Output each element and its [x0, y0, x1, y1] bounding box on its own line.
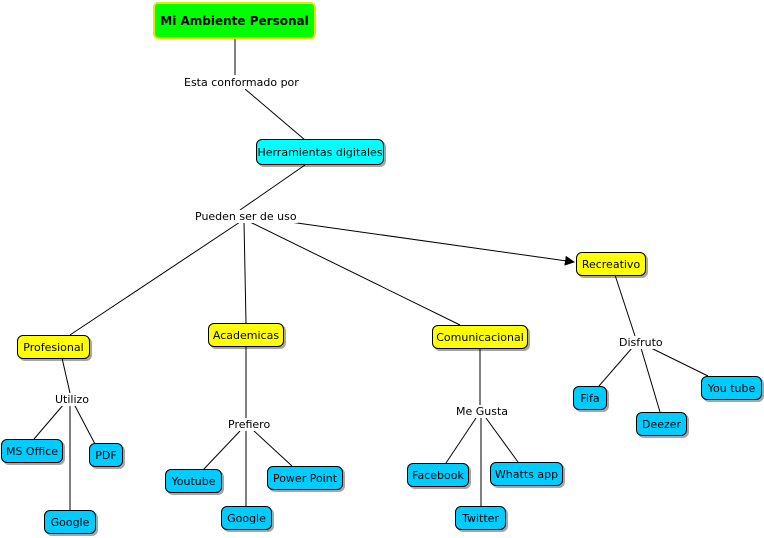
node-twitter[interactable]: Twitter	[455, 506, 506, 530]
node-youtube[interactable]: Youtube	[165, 469, 222, 493]
node-profesional[interactable]: Profesional	[17, 335, 90, 359]
node-mi-ambiente-personal[interactable]: Mi Ambiente Personal	[153, 2, 316, 39]
connector	[244, 88, 306, 141]
link-label-disfruto: Disfruto	[618, 336, 664, 349]
connector	[249, 221, 461, 326]
connector	[485, 417, 519, 463]
node-google-profesional[interactable]: Google	[44, 510, 96, 534]
node-deezer[interactable]: Deezer	[636, 412, 687, 436]
connector	[243, 221, 247, 324]
link-label-me-gusta: Me Gusta	[455, 405, 510, 418]
link-label-prefiero: Prefiero	[227, 418, 272, 431]
node-whatts-app[interactable]: Whatts app	[490, 462, 563, 486]
connector	[445, 417, 477, 464]
node-comunicacional[interactable]: Comunicacional	[432, 325, 528, 349]
connector	[614, 274, 636, 337]
connector	[253, 430, 293, 467]
connector	[239, 164, 306, 211]
node-facebook[interactable]: Facebook	[407, 463, 469, 487]
connector	[69, 221, 241, 336]
node-pdf[interactable]: PDF	[89, 443, 123, 467]
node-power-point[interactable]: Power Point	[267, 466, 343, 490]
connector	[640, 347, 661, 413]
connector	[33, 403, 65, 440]
arrow-to-recreativo	[289, 221, 575, 266]
connector	[648, 346, 709, 377]
connector	[73, 403, 96, 445]
node-ms-office[interactable]: MS Office	[1, 439, 63, 463]
link-label-pueden-ser-de-uso: Pueden ser de uso	[194, 210, 298, 223]
link-label-esta-conformado-por: Esta conformado por	[183, 76, 300, 89]
connector	[598, 347, 633, 387]
connector	[202, 430, 241, 471]
node-google-academicas[interactable]: Google	[221, 506, 272, 530]
connector	[61, 357, 71, 394]
node-fifa[interactable]: Fifa	[573, 386, 607, 410]
node-herramientas-digitales[interactable]: Herramientas digitales	[256, 139, 384, 165]
node-you-tube[interactable]: You tube	[701, 376, 762, 400]
link-label-utilizo: Utilizo	[54, 393, 91, 406]
node-academicas[interactable]: Academicas	[208, 323, 284, 347]
node-recreativo[interactable]: Recreativo	[576, 252, 646, 276]
